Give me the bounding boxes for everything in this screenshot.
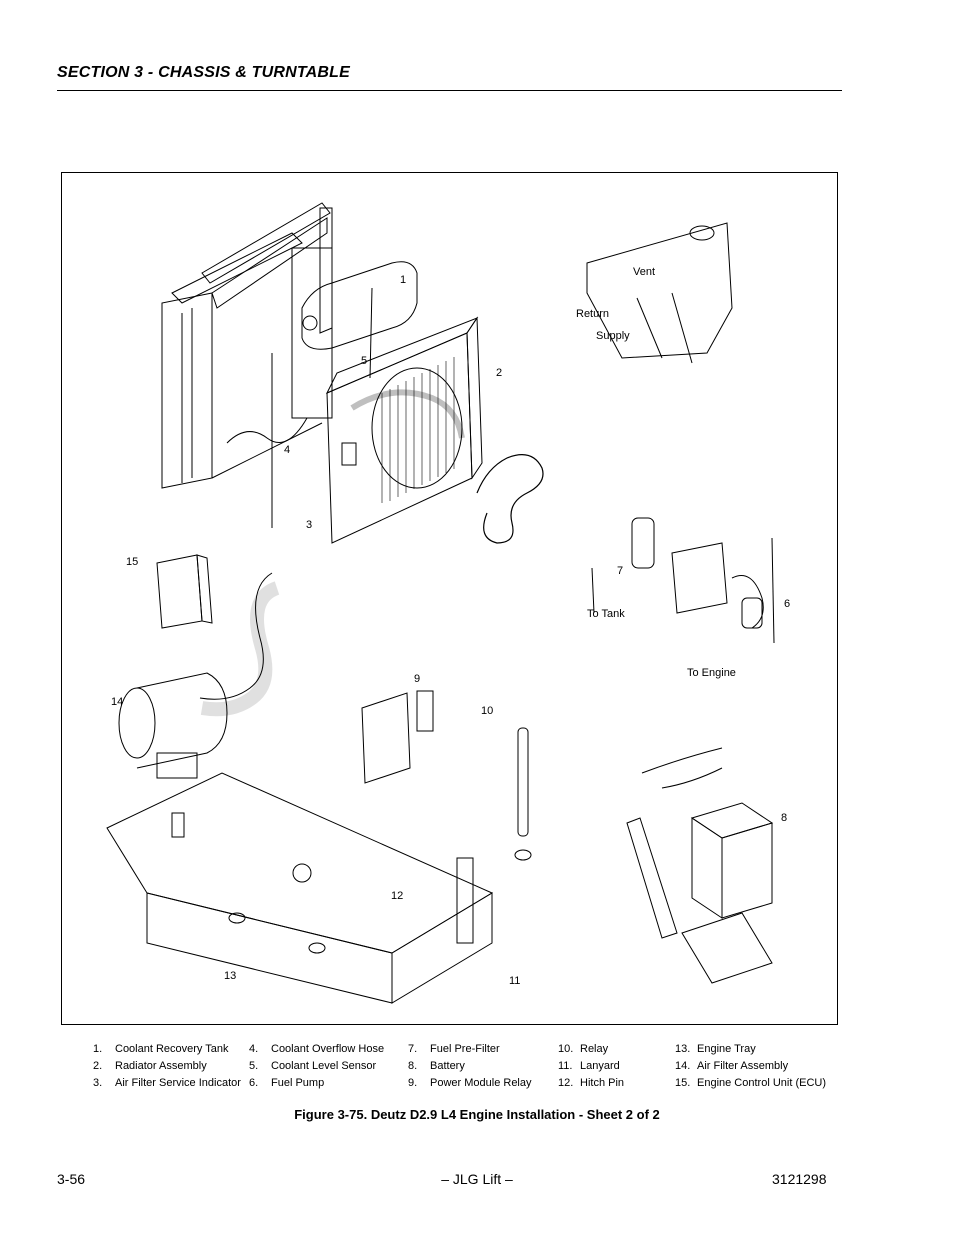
- note-supply: Supply: [596, 330, 630, 342]
- legend-item: 7.Fuel Pre-Filter: [408, 1043, 500, 1055]
- callout-6: 6: [784, 598, 791, 610]
- callout-3: 3: [306, 519, 313, 531]
- legend-item: 8.Battery: [408, 1060, 465, 1072]
- ecu-drawing: [156, 554, 213, 629]
- callout-12: 12: [391, 890, 404, 902]
- radiator-frame-drawing: [161, 202, 333, 528]
- callout-5: 5: [361, 355, 368, 367]
- footer-center-text: – JLG Lift –: [441, 1171, 513, 1187]
- fuel-system-drawing: [591, 517, 775, 644]
- callout-1: 1: [400, 274, 407, 286]
- engine-tray-drawing: [106, 772, 494, 1004]
- callout-15: 15: [126, 556, 139, 568]
- air-filter-drawing: [118, 672, 228, 779]
- callout-14: 14: [111, 696, 124, 708]
- legend-item: 1.Coolant Recovery Tank: [93, 1043, 229, 1055]
- callout-13: 13: [224, 970, 237, 982]
- header-rule: [57, 90, 842, 91]
- legend-item: 6.Fuel Pump: [249, 1077, 325, 1089]
- legend-column-1: 1.Coolant Recovery Tank 2.Radiator Assem…: [93, 1041, 241, 1092]
- callout-10: 10: [481, 705, 494, 717]
- legend-item: 13.Engine Tray: [675, 1043, 756, 1055]
- legend-column-4: 10.Relay 11.Lanyard 12.Hitch Pin: [558, 1041, 624, 1092]
- note-vent: Vent: [633, 266, 656, 278]
- legend-item: 11.Lanyard: [558, 1060, 620, 1072]
- coolant-tank-drawing: [301, 261, 418, 379]
- legend-column-3: 7.Fuel Pre-Filter 8.Battery 9.Power Modu…: [408, 1041, 532, 1092]
- section-title: SECTION 3 - CHASSIS & TURNTABLE: [57, 64, 351, 81]
- legend-column-5: 13.Engine Tray 14.Air Filter Assembly 15…: [675, 1041, 826, 1092]
- page-number: 3-56: [57, 1171, 86, 1187]
- callout-11: 11: [509, 975, 521, 987]
- engine-installation-figure: 1 2 3 4 5 6 7 8 9 10 11 12 13 14 15 Vent…: [61, 172, 838, 1025]
- support-post-drawing: [456, 727, 532, 944]
- callout-8: 8: [781, 812, 788, 824]
- document-number: 3121298: [772, 1171, 827, 1187]
- legend-item: 12.Hitch Pin: [558, 1077, 625, 1089]
- legend-item: 14.Air Filter Assembly: [675, 1060, 789, 1072]
- callout-7: 7: [617, 565, 624, 577]
- note-to-tank: To Tank: [587, 608, 625, 620]
- battery-drawing: [626, 747, 774, 984]
- legend-item: 4.Coolant Overflow Hose: [249, 1043, 385, 1055]
- power-module-bracket-drawing: [361, 690, 434, 784]
- note-to-engine: To Engine: [687, 667, 736, 679]
- legend-item: 2.Radiator Assembly: [93, 1060, 207, 1072]
- radiator-hose-drawing: [476, 454, 544, 544]
- note-return: Return: [576, 308, 610, 320]
- callout-4: 4: [284, 444, 291, 456]
- callout-9: 9: [414, 673, 421, 685]
- air-intake-hose-drawing: [199, 572, 273, 700]
- fuel-tank-drawing: [586, 222, 733, 364]
- legend-column-2: 4.Coolant Overflow Hose 5.Coolant Level …: [249, 1041, 384, 1092]
- figure-caption: Figure 3-75. Deutz D2.9 L4 Engine Instal…: [294, 1107, 660, 1122]
- radiator-core-drawing: [325, 316, 483, 544]
- legend-item: 10.Relay: [558, 1043, 609, 1055]
- callout-2: 2: [496, 367, 503, 379]
- exploded-view-drawing: [106, 202, 775, 1004]
- legend-item: 9.Power Module Relay: [408, 1077, 532, 1089]
- legend-item: 3.Air Filter Service Indicator: [93, 1077, 241, 1089]
- legend-item: 15.Engine Control Unit (ECU): [675, 1077, 826, 1089]
- legend-item: 5.Coolant Level Sensor: [249, 1060, 377, 1072]
